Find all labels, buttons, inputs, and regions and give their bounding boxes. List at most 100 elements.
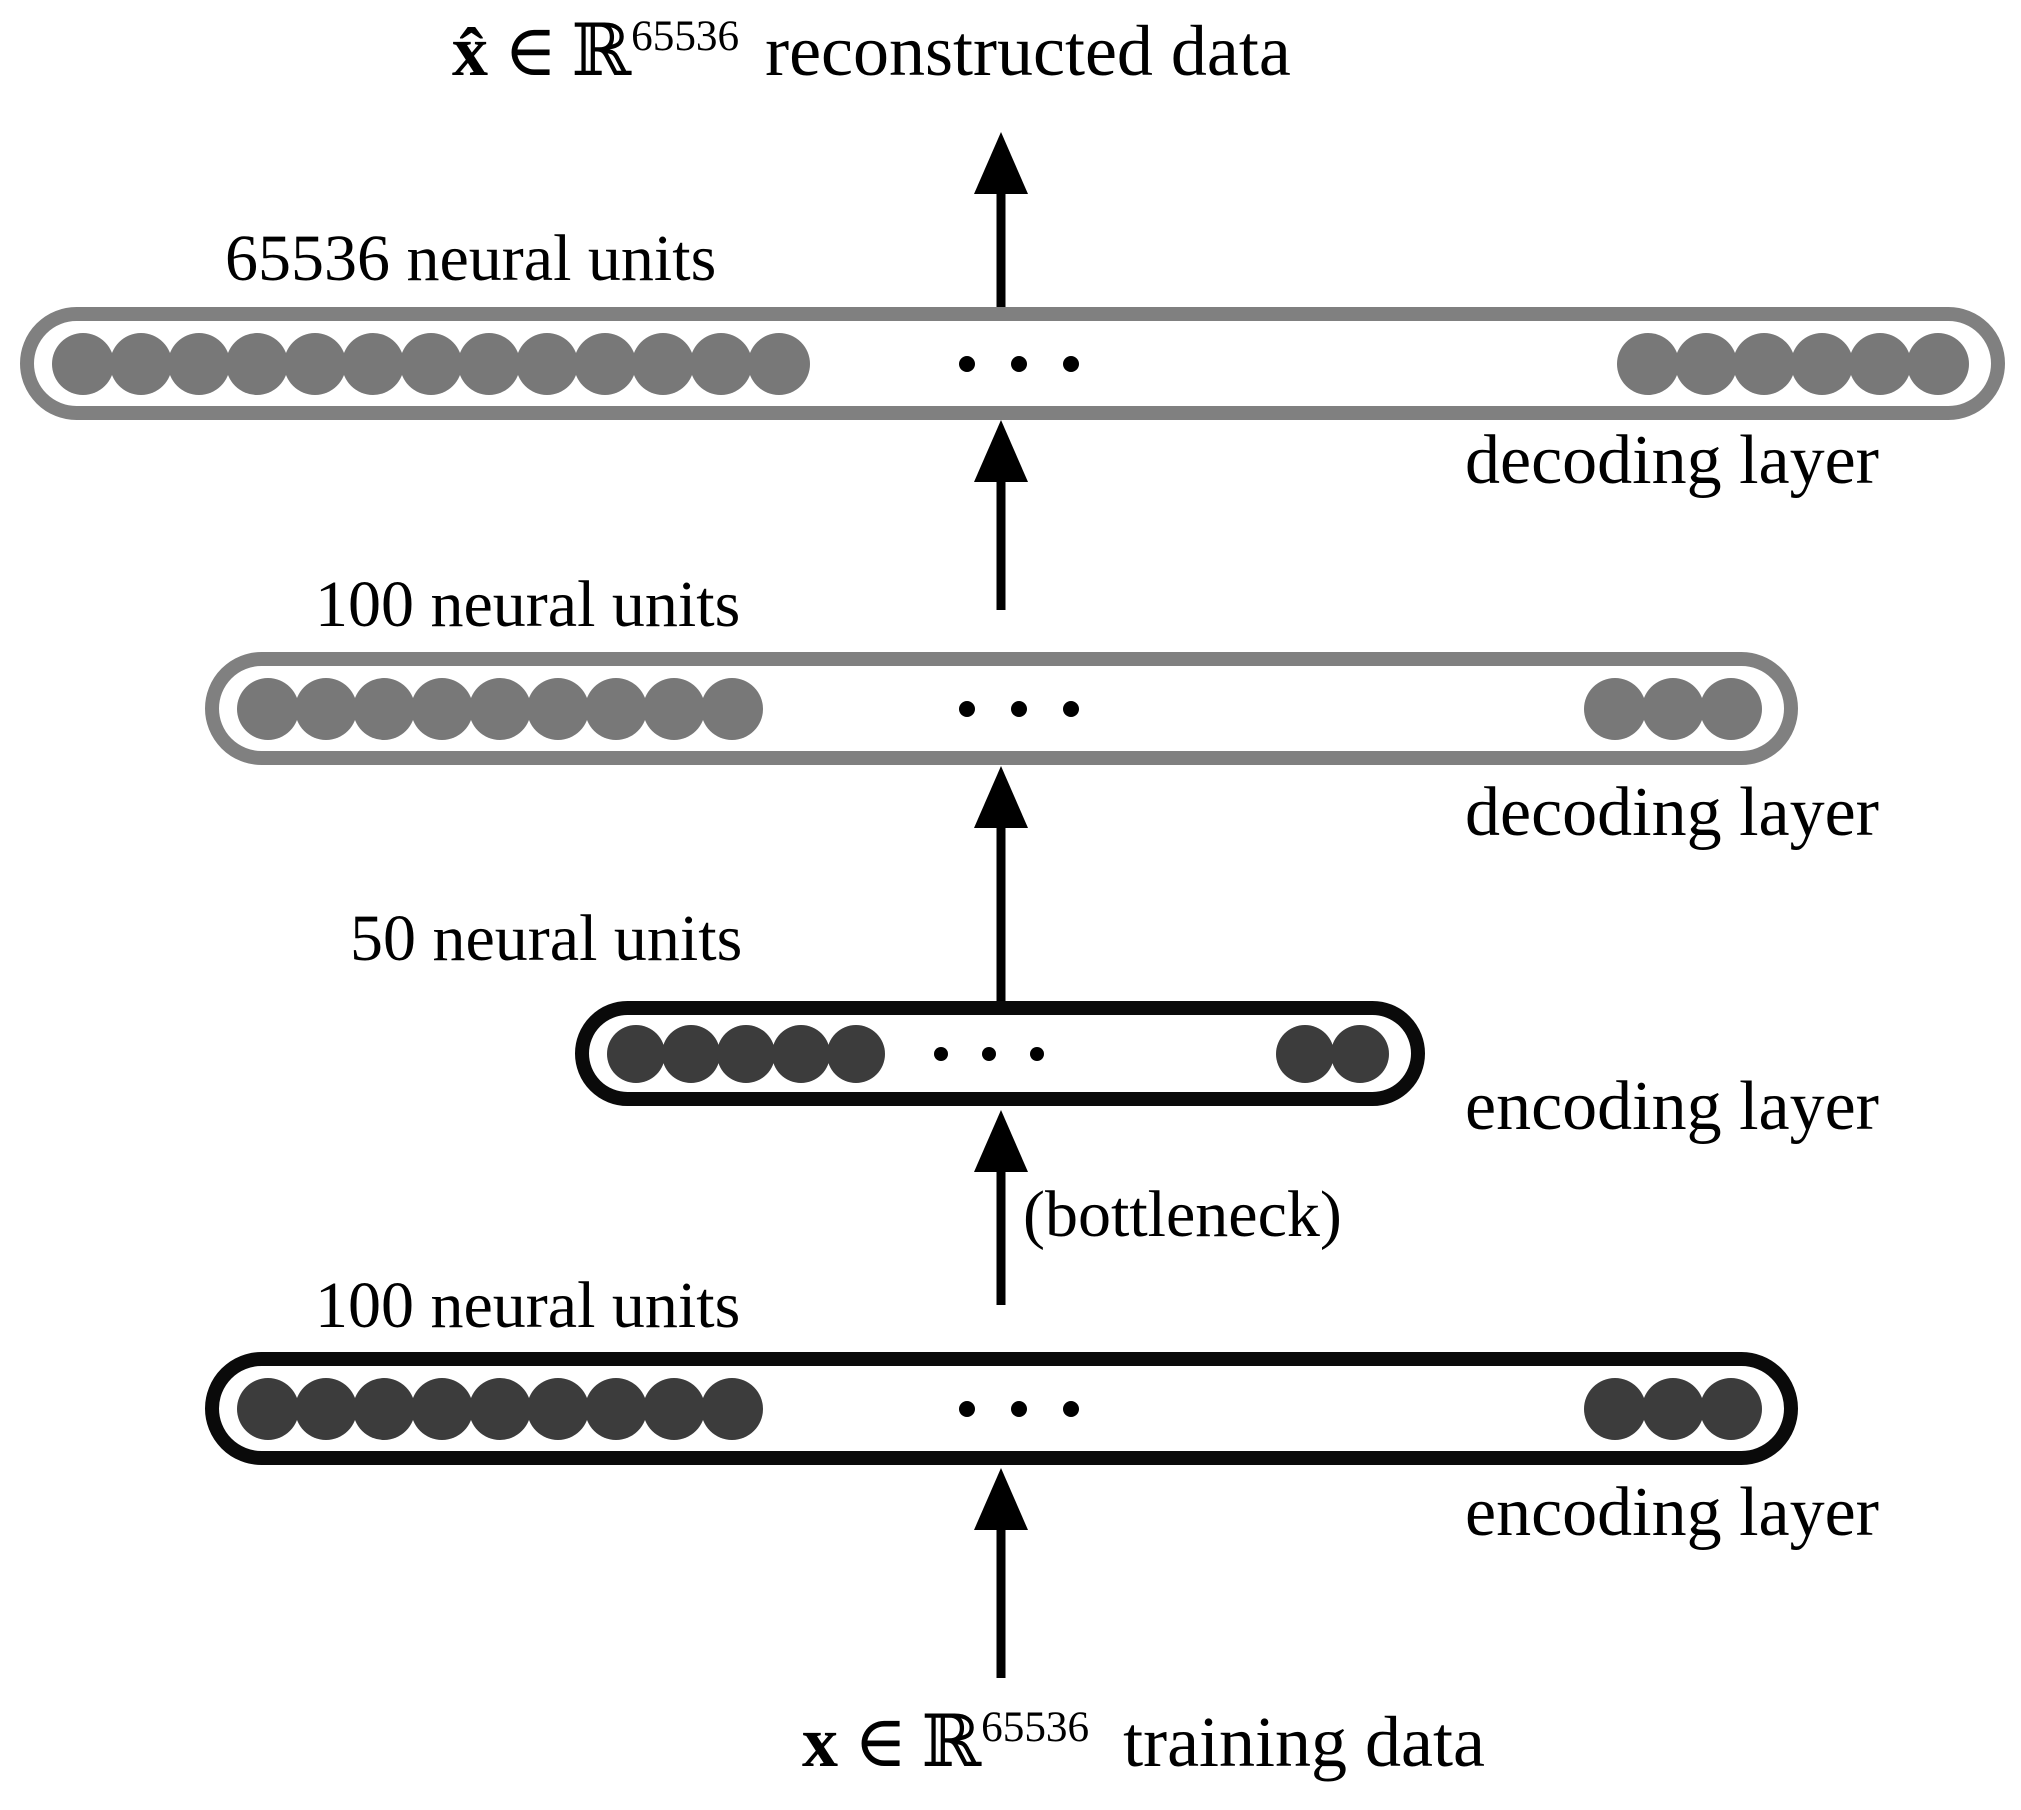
- ellipsis-dot: [959, 355, 975, 372]
- arrow-hidden-to-output: [974, 420, 1028, 610]
- neural-unit: [284, 332, 346, 395]
- role-label-bottleneck: encoding layer: [1465, 1068, 1879, 1145]
- arrow-head-icon: [974, 1110, 1028, 1172]
- units-group-left-decoder-hidden: [237, 666, 763, 751]
- x-hat-symbol: x̂: [452, 11, 488, 91]
- neural-unit: [1700, 1377, 1762, 1440]
- neural-unit: [237, 1377, 299, 1440]
- ellipsis-decoder-hidden: [941, 700, 1097, 717]
- ellipsis-dot: [1030, 1046, 1044, 1061]
- neural-unit: [607, 1024, 665, 1083]
- neural-unit: [1907, 332, 1969, 395]
- reconstructed-data-text: reconstructed data: [765, 11, 1291, 91]
- neural-unit: [1642, 677, 1704, 740]
- real-space-symbol: ℝ: [571, 8, 632, 92]
- units-label-decoder-output: 65536 neural units: [225, 222, 717, 295]
- neural-unit: [1331, 1024, 1389, 1083]
- units-label-bottleneck: 50 neural units: [350, 902, 743, 975]
- neural-unit: [574, 332, 636, 395]
- arrow-head-icon: [974, 420, 1028, 482]
- units-group-right-encoder-input: [1584, 1366, 1762, 1451]
- layer-box-encoder-input: [205, 1352, 1798, 1465]
- neural-unit: [527, 677, 589, 740]
- neural-unit: [237, 677, 299, 740]
- neural-unit: [1791, 332, 1853, 395]
- neural-unit: [52, 332, 114, 395]
- neural-unit: [1617, 332, 1679, 395]
- neural-unit: [643, 677, 705, 740]
- neural-unit: [748, 332, 810, 395]
- arrow-shaft: [996, 188, 1006, 312]
- neural-unit: [342, 332, 404, 395]
- arrow-training-to-input: [974, 1468, 1028, 1678]
- ellipsis-dot: [959, 700, 975, 717]
- arrow-shaft: [996, 476, 1006, 610]
- arrow-shaft: [996, 1166, 1006, 1305]
- neural-unit: [411, 1377, 473, 1440]
- neural-unit: [353, 677, 415, 740]
- neural-unit: [772, 1024, 830, 1083]
- real-space-symbol: ℝ: [921, 1699, 982, 1783]
- units-label-encoder-input: 100 neural units: [315, 1269, 741, 1342]
- training-data-text: training data: [1123, 1702, 1485, 1782]
- neural-unit: [717, 1024, 775, 1083]
- role-label-encoder-input: encoding layer: [1465, 1474, 1879, 1551]
- neural-unit: [527, 1377, 589, 1440]
- ellipsis-dot: [1011, 1400, 1027, 1417]
- ellipsis-dot: [1011, 700, 1027, 717]
- ellipsis-dot: [959, 1400, 975, 1417]
- arrow-head-icon: [974, 1468, 1028, 1530]
- role-label-decoder-hidden: decoding layer: [1465, 774, 1879, 851]
- ellipsis-dot: [1063, 355, 1079, 372]
- dimension-exponent: 65536: [631, 13, 740, 60]
- units-group-left-encoder-input: [237, 1366, 763, 1451]
- arrow-shaft: [996, 822, 1006, 1006]
- ellipsis-dot: [934, 1046, 948, 1061]
- element-of-symbol: ∈: [504, 11, 558, 91]
- neural-unit: [1584, 1377, 1646, 1440]
- arrow-head-icon: [974, 766, 1028, 828]
- neural-unit: [1733, 332, 1795, 395]
- neural-unit: [827, 1024, 885, 1083]
- neural-unit: [516, 332, 578, 395]
- neural-unit: [411, 677, 473, 740]
- neural-unit: [469, 677, 531, 740]
- neural-unit: [1675, 332, 1737, 395]
- layer-box-bottleneck: [575, 1001, 1425, 1106]
- arrow-output-to-reconstructed: [974, 132, 1028, 312]
- neural-unit: [110, 332, 172, 395]
- neural-unit: [168, 332, 230, 395]
- arrow-shaft: [996, 1524, 1006, 1678]
- arrow-head-icon: [974, 132, 1028, 194]
- units-group-left-decoder-output: [52, 321, 810, 406]
- dimension-exponent: 65536: [981, 1704, 1090, 1751]
- neural-unit: [400, 332, 462, 395]
- ellipsis-dot: [1063, 1400, 1079, 1417]
- units-group-right-bottleneck: [1276, 1015, 1389, 1092]
- ellipsis-encoder-input: [941, 1400, 1097, 1417]
- neural-unit: [1584, 677, 1646, 740]
- layer-box-decoder-hidden: [205, 652, 1798, 765]
- neural-unit: [643, 1377, 705, 1440]
- units-group-right-decoder-hidden: [1584, 666, 1762, 751]
- layer-box-decoder-output: [20, 307, 2005, 420]
- ellipsis-dot: [982, 1046, 996, 1061]
- role-label-decoder-output: decoding layer: [1465, 422, 1879, 499]
- arrow-input-to-bottleneck: [974, 1110, 1028, 1305]
- neural-unit: [662, 1024, 720, 1083]
- neural-unit: [585, 677, 647, 740]
- neural-unit: [1700, 677, 1762, 740]
- ellipsis-dot: [1011, 355, 1027, 372]
- units-group-right-decoder-output: [1617, 321, 1969, 406]
- neural-unit: [458, 332, 520, 395]
- neural-unit: [226, 332, 288, 395]
- neural-unit: [701, 1377, 763, 1440]
- ellipsis-decoder-output: [941, 355, 1097, 372]
- element-of-symbol: ∈: [854, 1702, 908, 1782]
- units-group-left-bottleneck: [607, 1015, 885, 1092]
- arrow-bottleneck-to-hidden: [974, 766, 1028, 1006]
- neural-unit: [295, 677, 357, 740]
